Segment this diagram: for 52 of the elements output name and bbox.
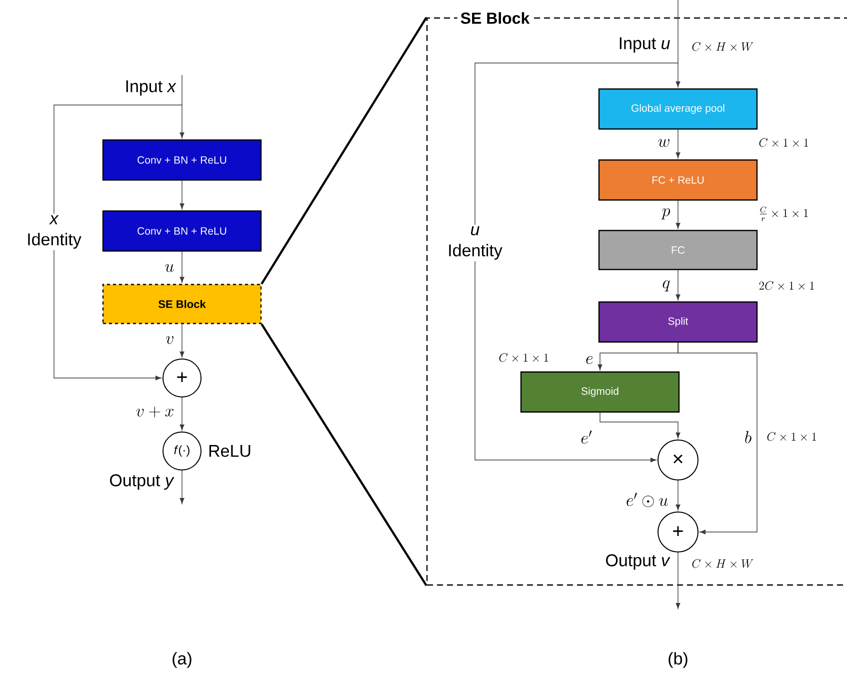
arrow: [180, 470, 184, 504]
arrow: [180, 397, 184, 430]
edge-label: $e' \odot u$: [624, 491, 670, 509]
process-box: Conv + BN + ReLU: [102, 139, 262, 181]
process-box: Conv + BN + ReLU: [102, 210, 262, 252]
arrow: [676, 552, 680, 609]
edge-label: Input x: [123, 78, 178, 98]
arrow: [54, 104, 182, 380]
arrow: [676, 270, 680, 300]
arrow: [600, 412, 680, 438]
process-box: FC + ReLU: [598, 159, 758, 201]
process-box: Split: [598, 301, 758, 343]
node-caption: ReLU: [209, 445, 250, 457]
process-box: Global average pool: [598, 88, 758, 130]
edge-label: $e'$: [579, 429, 594, 445]
edge-label: Output y: [108, 472, 176, 492]
process-box: SE Block: [102, 284, 262, 324]
arrow: [678, 342, 758, 534]
arrow: [676, 200, 680, 229]
arrow: [676, 129, 680, 158]
edge-label: $q$: [660, 279, 672, 293]
dimension-label: $\frac{C}{r} \times 1 \times 1$: [757, 205, 810, 223]
edge-label: $e$: [584, 354, 595, 366]
arrow: [474, 62, 678, 462]
connector-line: [260, 16, 428, 284]
edge-label: u Identity: [442, 224, 508, 262]
dimension-label: $C \times 1 \times 1$: [497, 352, 551, 364]
process-box: FC: [598, 230, 758, 270]
dimension-label: $C \times 1 \times 1$: [765, 430, 819, 444]
edge-label: $b$: [742, 430, 754, 444]
arrow: [180, 251, 184, 283]
dimension-label: $2C \times 1 \times 1$: [757, 280, 816, 292]
edge-label: $v$: [164, 334, 176, 346]
arrow: [180, 74, 184, 138]
edge-label: Output v: [604, 552, 672, 572]
arrow: [676, 480, 680, 510]
arrow: [180, 180, 184, 210]
edge-label: x Identity: [22, 214, 86, 250]
connector-line: [260, 324, 428, 586]
edge-label: $p$: [660, 207, 672, 221]
process-box: Sigmoid: [520, 371, 680, 413]
panel-label: (b): [666, 650, 690, 670]
arrow: [676, 0, 680, 88]
dimension-label: $C \times 1 \times 1$: [757, 136, 811, 150]
panel-label: (a): [170, 650, 194, 670]
edge-label: $w$: [656, 138, 672, 148]
dimension-label: $C \times H \times W$: [690, 40, 756, 54]
dimension-label: $C \times H \times W$: [690, 558, 756, 570]
edge-label: Input u: [616, 36, 672, 54]
edge-label: $u$: [163, 262, 176, 274]
edge-label: $v + x$: [134, 405, 176, 419]
arrow: [180, 324, 184, 358]
